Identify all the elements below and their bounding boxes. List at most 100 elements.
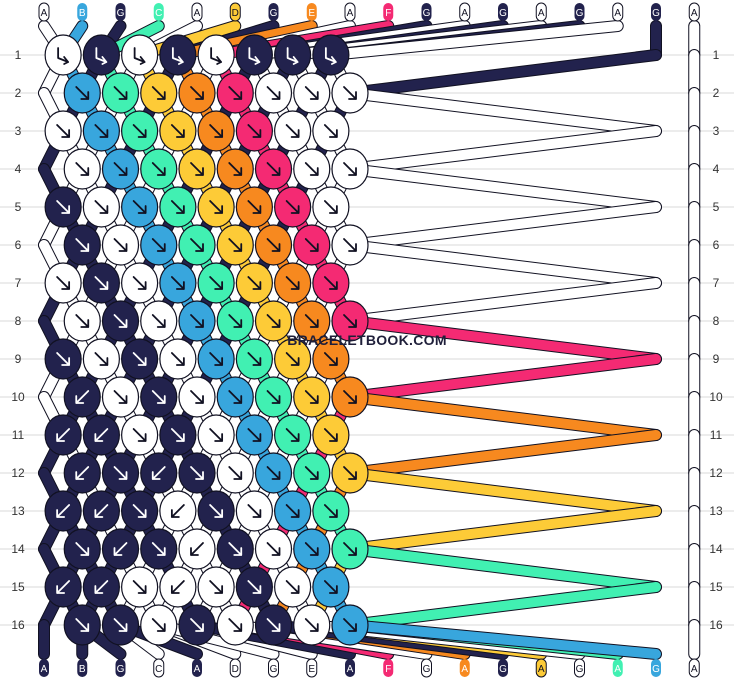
knot-arrow-icon (228, 390, 243, 404)
knot-arrow-icon (323, 200, 338, 214)
knot (44, 34, 82, 76)
knot-arrow-icon (266, 238, 281, 252)
knot-arrow-icon (343, 466, 357, 480)
knot-arrow-icon (94, 124, 109, 138)
bottom-strand-label-chip (535, 658, 547, 678)
knot-arrow-icon (285, 580, 300, 594)
knot-arrow-icon (170, 200, 185, 214)
knot (82, 34, 120, 76)
strand-segment (345, 278, 661, 326)
knot-arrow-icon (209, 428, 224, 442)
knot-arrow-icon (285, 352, 300, 366)
knot-arrow-icon (170, 276, 185, 290)
top-strand-label: G (652, 8, 660, 19)
top-strand-label: G (499, 8, 507, 19)
knot-arrow-icon (304, 618, 319, 632)
knot (274, 34, 312, 76)
knot-arrow-icon (209, 200, 224, 214)
top-strand-label: A (194, 8, 201, 19)
row-number-right: 9 (713, 352, 720, 366)
row-number-left: 16 (11, 618, 25, 632)
knot-arrow-icon (75, 86, 90, 100)
bottom-strand-label: A (691, 664, 698, 675)
top-strand-label-chip (459, 2, 471, 22)
bottom-strand-label: G (576, 664, 584, 675)
knot-arrow-icon (133, 47, 146, 65)
knot-arrow-icon (228, 86, 243, 100)
knot-arrow-icon (94, 200, 109, 214)
knot-arrow-icon (266, 390, 281, 404)
knot-arrow-icon (151, 466, 166, 480)
knot (197, 34, 235, 76)
bottom-strand-label-chip (192, 659, 202, 677)
knot-arrow-icon (285, 428, 300, 442)
knot-arrow-icon (132, 352, 147, 366)
knot-arrow-icon (266, 466, 281, 480)
top-strand-label: G (576, 8, 584, 19)
strand-segment (345, 430, 661, 478)
knot-arrow-icon (132, 504, 147, 518)
knot-arrow-icon (170, 352, 185, 366)
top-strand-label-chip (651, 3, 661, 21)
top-strand-label: C (155, 8, 162, 19)
bottom-strand-label: B (79, 664, 86, 675)
knot-arrow-icon (75, 542, 90, 556)
bottom-strand-label-chip (498, 659, 508, 677)
knot-arrow-icon (324, 47, 337, 65)
knot-arrow-icon (247, 124, 262, 138)
knot-arrow-icon (343, 162, 357, 176)
knot-arrow-icon (94, 352, 109, 366)
top-strand-label-chip (688, 2, 700, 22)
bottom-strand-label: A (538, 664, 545, 675)
row-number-left: 9 (15, 352, 22, 366)
knot-arrow-icon (304, 314, 319, 328)
knot-arrow-icon (75, 466, 90, 480)
knot-arrow-icon (266, 86, 281, 100)
strand-segment (345, 354, 661, 402)
knot-arrow-icon (266, 618, 281, 632)
knot-arrow-icon (209, 352, 224, 366)
knots (44, 34, 369, 646)
knot-arrow-icon (190, 238, 204, 252)
top-strand-label-chip (191, 2, 203, 22)
row-number-right: 11 (710, 428, 723, 442)
knot-arrow-icon (304, 238, 319, 252)
knot-arrow-icon (266, 162, 281, 176)
top-strand-label: G (423, 8, 431, 19)
bottom-strand-label: A (461, 664, 468, 675)
bottom-strand-label: E (308, 664, 315, 675)
knot (121, 34, 159, 76)
knot-arrow-icon (56, 124, 71, 138)
knot-arrow-icon (247, 580, 262, 594)
knot-arrow-icon (170, 428, 185, 442)
knot-arrow-icon (228, 618, 243, 632)
row-number-right: 16 (709, 618, 723, 632)
row-number-right: 3 (713, 124, 720, 138)
strand-segment (345, 316, 661, 364)
strand-segment (345, 544, 661, 592)
knot-arrow-icon (113, 238, 128, 252)
knot-arrow-icon (94, 276, 109, 290)
top-strand-label-chip (421, 3, 432, 21)
knot-arrow-icon (209, 580, 224, 594)
knot-arrow-icon (304, 390, 319, 404)
knot-arrow-icon (171, 47, 184, 65)
row-number-left: 10 (11, 390, 25, 404)
knot-arrow-icon (228, 238, 243, 252)
top-strand-label: A (461, 8, 468, 19)
knot-arrow-icon (56, 580, 71, 594)
row-number-right: 10 (709, 390, 723, 404)
top-strand-label-chip (383, 3, 394, 21)
strand-segment (345, 88, 661, 136)
knot-arrow-icon (151, 542, 166, 556)
knot-arrow-icon (304, 542, 319, 556)
knot-arrow-icon (75, 162, 90, 176)
knot-arrow-icon (247, 352, 262, 366)
knot-arrow-icon (323, 580, 338, 594)
bottom-strand-label: G (423, 664, 431, 675)
row-number-left: 7 (15, 276, 22, 290)
strand-segment (345, 126, 661, 174)
row-number-right: 14 (709, 542, 723, 556)
top-strand-label: G (117, 8, 125, 19)
row-number-right: 15 (709, 580, 723, 594)
